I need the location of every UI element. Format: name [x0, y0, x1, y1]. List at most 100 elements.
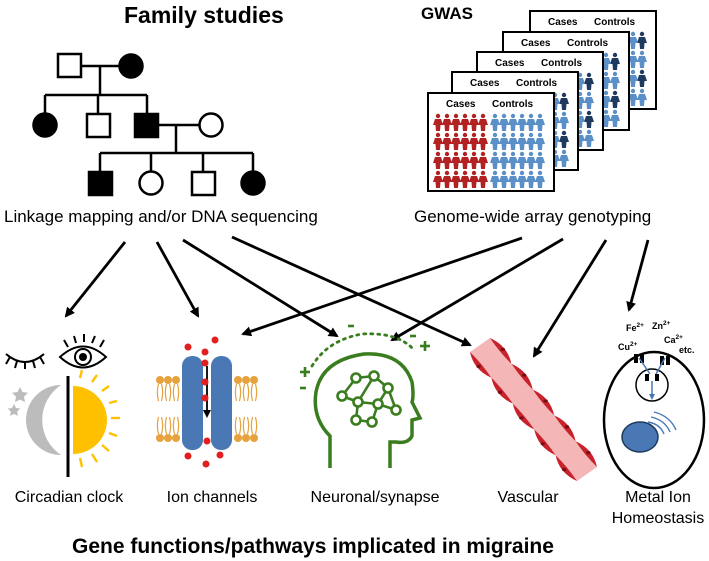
- person-icon: [637, 50, 647, 68]
- person-icon: [442, 132, 452, 150]
- person-icon: [433, 113, 443, 131]
- person-icon: [559, 130, 569, 148]
- person-icon: [575, 129, 585, 147]
- pedigree-chart: [32, 52, 266, 197]
- person-icon: [508, 132, 518, 150]
- person-icon: [559, 92, 569, 110]
- person-icon: [559, 111, 569, 129]
- category-label-metal-ion: Metal Ion: [625, 489, 691, 506]
- controls-label: Controls: [492, 99, 534, 110]
- arrow-gwas-to-vascular: [532, 239, 608, 358]
- person-icon: [637, 88, 647, 106]
- person-icon: [517, 170, 527, 188]
- person-icon: [490, 151, 500, 169]
- person-icon: [628, 31, 638, 49]
- person-icon: [517, 132, 527, 150]
- person-icon: [610, 52, 620, 70]
- person-icon: [584, 110, 594, 128]
- lipid-bilayer: [156, 376, 258, 442]
- svg-text:Ca2+: Ca2+: [664, 334, 683, 345]
- person-icon: [433, 151, 443, 169]
- person-icon: [490, 132, 500, 150]
- ion-channel-icon: [156, 336, 258, 468]
- category-label-homeostasis: Homeostasis: [611, 510, 705, 527]
- pedigree-male-affected: [133, 112, 160, 139]
- cases-label: Cases: [521, 38, 551, 49]
- person-icon: [499, 113, 509, 131]
- pedigree-female-affected: [240, 170, 266, 196]
- person-icon: [526, 170, 536, 188]
- person-icon: [601, 90, 611, 108]
- person-icon: [526, 113, 536, 131]
- person-icon: [499, 132, 509, 150]
- pedigree-male-unaffected: [85, 112, 112, 139]
- arrow-family-to-ion-channels: [155, 241, 200, 318]
- controls-label: Controls: [567, 38, 609, 49]
- category-label-circadian: Circadian clock: [14, 489, 124, 506]
- person-icon: [508, 151, 518, 169]
- controls-label: Controls: [516, 78, 558, 89]
- family-method-label: Linkage mapping and/or DNA sequencing: [4, 207, 318, 226]
- person-icon: [478, 170, 488, 188]
- person-icon: [469, 132, 479, 150]
- ion-labels: Fe2+ Zn2+ Cu2+ Ca2+ etc.: [618, 320, 695, 355]
- sun-icon: [73, 369, 120, 468]
- channel-protein-right: [211, 356, 232, 450]
- controls-label: Controls: [594, 17, 636, 28]
- person-icon: [517, 151, 527, 169]
- pedigree-female-affected: [32, 112, 58, 138]
- cell-icon: Fe2+ Zn2+ Cu2+ Ca2+ etc.: [602, 320, 706, 490]
- brain-network-icon: [300, 324, 430, 468]
- person-icon: [628, 88, 638, 106]
- person-icon: [601, 71, 611, 89]
- person-icon: [584, 72, 594, 90]
- circadian-icon: [5, 334, 120, 477]
- gwas-method-label: Genome-wide array genotyping: [414, 207, 652, 226]
- person-icon: [508, 170, 518, 188]
- channel-protein-left: [182, 356, 203, 450]
- person-icon: [490, 113, 500, 131]
- arrow-gwas-to-neuronal: [390, 237, 564, 342]
- person-icon: [508, 113, 518, 131]
- category-label-neuronal: Neuronal/synapse: [310, 489, 440, 506]
- person-icon: [628, 50, 638, 68]
- arrow-family-to-neuronal: [182, 238, 339, 338]
- person-icon: [469, 170, 479, 188]
- pedigree-female-unaffected: [138, 170, 164, 196]
- blood-vessel-icon: [470, 338, 597, 481]
- person-icon: [460, 132, 470, 150]
- svg-text:Cu2+: Cu2+: [618, 341, 638, 352]
- person-icon: [499, 151, 509, 169]
- star-icon: [7, 404, 21, 416]
- person-icon: [451, 151, 461, 169]
- person-icon: [575, 72, 585, 90]
- person-icon: [442, 151, 452, 169]
- arrow-family-to-circadian: [64, 241, 127, 318]
- person-icon: [601, 52, 611, 70]
- person-icon: [526, 132, 536, 150]
- person-icon: [610, 71, 620, 89]
- pedigree-male-unaffected: [56, 52, 83, 79]
- person-icon: [559, 149, 569, 167]
- person-icon: [610, 90, 620, 108]
- pedigree-female-unaffected: [198, 112, 224, 138]
- family-studies-heading: Family studies: [124, 2, 284, 28]
- person-icon: [601, 109, 611, 127]
- arrow-gwas-to-metal-ion: [626, 239, 650, 312]
- person-icon: [535, 170, 545, 188]
- person-icon: [575, 91, 585, 109]
- person-icon: [469, 113, 479, 131]
- nucleus: [621, 421, 659, 453]
- person-icon: [460, 151, 470, 169]
- gwas-sheet: Cases Controls: [427, 92, 555, 192]
- person-icon: [451, 113, 461, 131]
- person-icon: [460, 113, 470, 131]
- arrow-gwas-to-ion-channels: [241, 236, 523, 337]
- person-icon: [478, 151, 488, 169]
- moon-icon: [7, 385, 61, 455]
- cases-label: Cases: [446, 99, 476, 110]
- gwas-heading: GWAS: [421, 4, 473, 23]
